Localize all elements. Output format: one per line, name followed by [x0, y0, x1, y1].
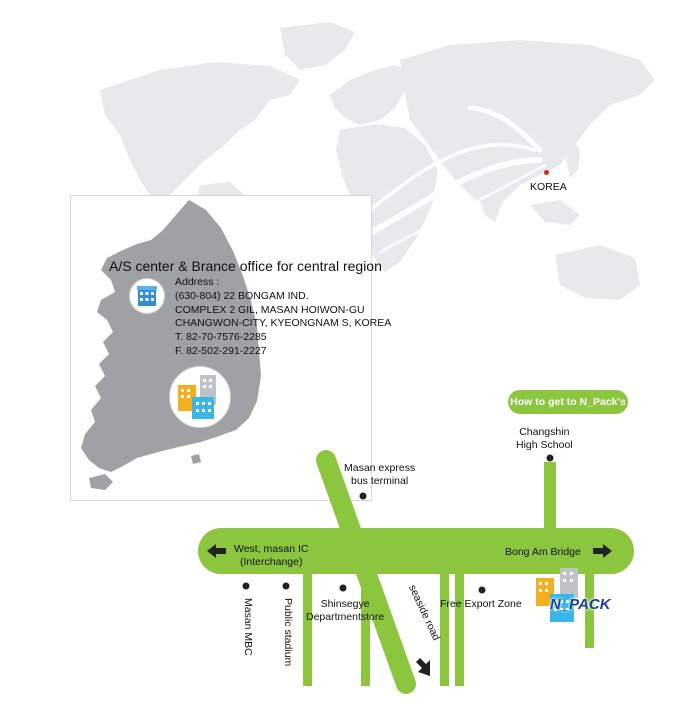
masan-mbc-label: Masan MBC [242, 598, 254, 656]
shinsegye-dot [339, 584, 347, 592]
west-ic-label: West, masan IC (Interchange) [234, 543, 309, 568]
changshin-dot [546, 454, 554, 462]
diagonal-road [316, 450, 416, 694]
road-npack [585, 572, 594, 648]
road-shinsegye [361, 572, 370, 686]
changshin-road [544, 462, 556, 532]
office-address: Address : (630-804) 22 BONGAM IND. COMPL… [175, 276, 391, 359]
masan-express-dot [359, 492, 367, 500]
office-fax: F. 82-502-291-2227 [175, 344, 267, 357]
office-building-icon [129, 278, 165, 314]
office-inset-panel: A/S center & Brance office for central r… [70, 195, 391, 501]
address-label: Address : [175, 276, 220, 288]
west-ic-dot [242, 582, 250, 590]
right-arrow-icon [593, 544, 612, 558]
npack-logo: N_PACK [550, 596, 611, 613]
light-streaks [358, 105, 547, 254]
left-arrow-icon [207, 544, 226, 558]
public-stadium-dot [282, 582, 290, 590]
address-line: CHANGWON-CITY, KYEONGNAM S, KOREA [175, 317, 392, 330]
road-free-export-1 [440, 572, 449, 686]
office-tel: T. 82-70-7576-2285 [175, 331, 267, 344]
road-free-export-2 [455, 572, 464, 686]
address-line: COMPLEX 2 GIL, MASAN HOIWON-GU [175, 303, 365, 316]
npack-building-icon [536, 568, 578, 622]
address-line: (630-804) 22 BONGAM IND. [175, 289, 309, 302]
office-title: A/S center & Brance office for central r… [109, 258, 382, 274]
korea-label: KOREA [530, 181, 567, 193]
bong-am-label: Bong Am Bridge [505, 546, 581, 558]
buildings-icon [169, 366, 231, 428]
seaside-arrow-icon [416, 658, 430, 676]
shinsegye-label: Shinsegye Departmentstore [306, 598, 385, 623]
changshin-label: Changshin High School [516, 426, 573, 451]
public-stadium-label: Public stadium [282, 598, 294, 667]
korea-marker-dot [544, 170, 549, 175]
how-to-get-button[interactable]: How to get to N_Pack's [508, 390, 628, 414]
road-public-stadium [303, 572, 312, 686]
free-export-dot [478, 586, 486, 594]
free-export-label: Free Export Zone [440, 598, 522, 610]
masan-express-label: Masan express bus terminal [344, 462, 416, 487]
roads [198, 462, 634, 686]
main-road [198, 528, 634, 574]
